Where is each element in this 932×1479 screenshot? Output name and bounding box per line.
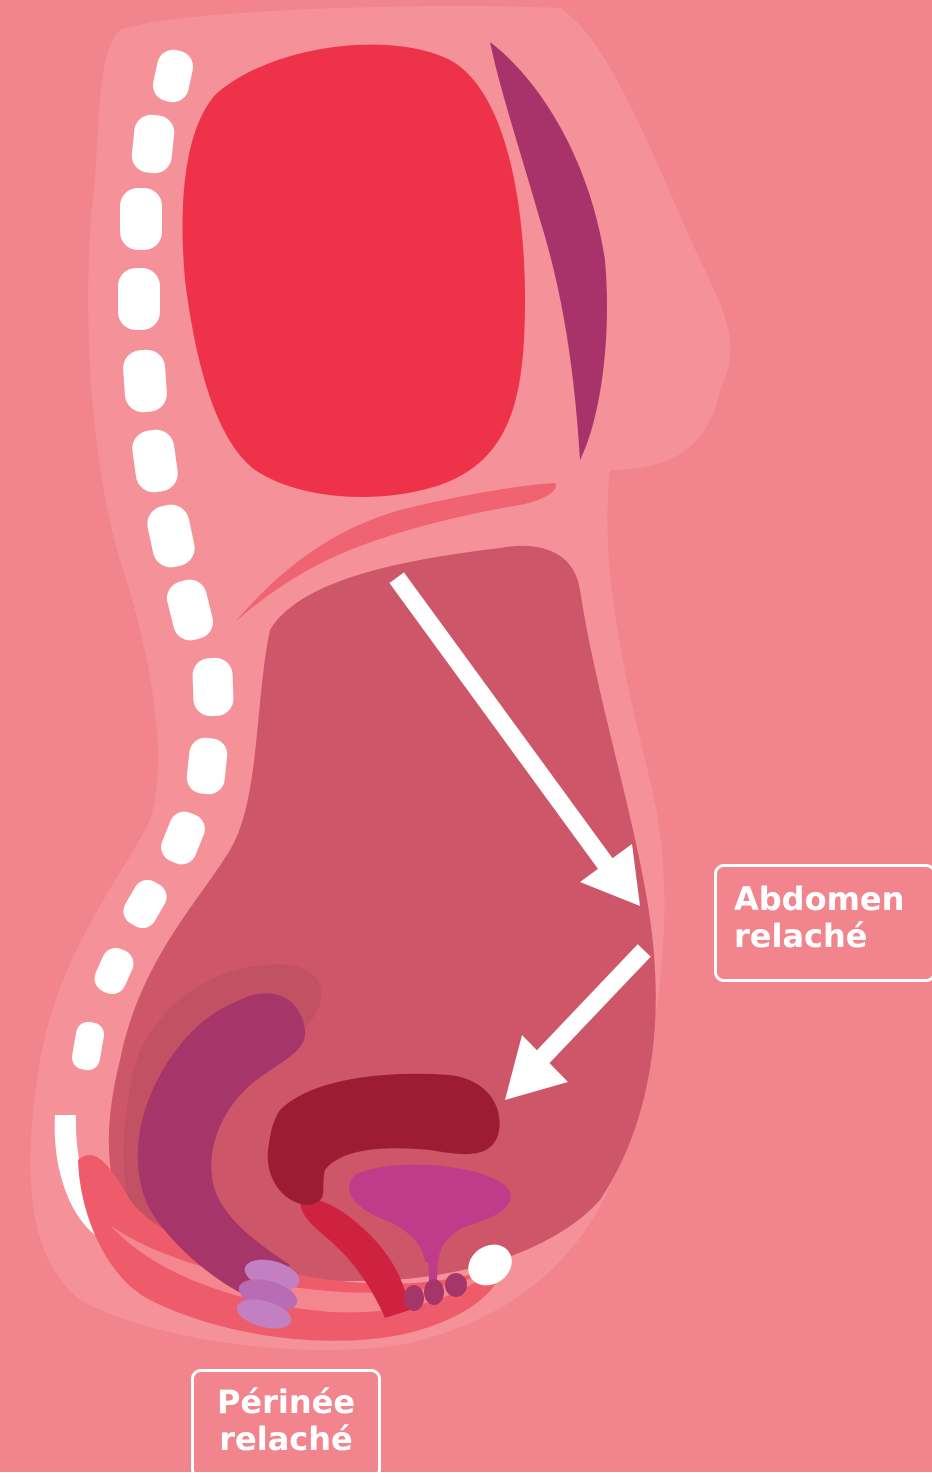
perinee-label-line2: relaché <box>194 1421 378 1458</box>
perinee-label-line1: Périnée <box>194 1384 378 1421</box>
abdomen-label-line2: relaché <box>734 918 932 955</box>
lung <box>183 45 525 497</box>
perinee-label: Périnée relaché <box>191 1369 381 1479</box>
abdomen-label-line1: Abdomen <box>734 881 932 918</box>
abdomen-label: Abdomen relaché <box>714 864 932 982</box>
